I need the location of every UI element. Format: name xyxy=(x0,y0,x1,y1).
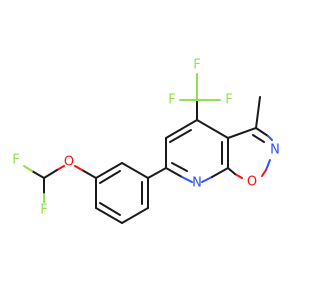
atom-o-ether: O xyxy=(64,155,74,170)
atom-f-cf3-right: F xyxy=(225,93,232,108)
bond-c3a-c3 xyxy=(227,127,257,139)
bond-ph5 xyxy=(121,207,149,224)
atom-n-isoxazole: N xyxy=(270,143,280,158)
bond-ph4 xyxy=(95,207,123,224)
bond-ph2 xyxy=(95,162,123,179)
bond-n-o-a xyxy=(265,159,271,171)
atom-f-chf2-bottom: F xyxy=(40,203,47,218)
molecule-canvas: F F F N O N O F F xyxy=(12,58,280,224)
bond-c4-c5-inner xyxy=(169,129,192,143)
bond-methyl xyxy=(255,96,261,129)
bond-n-o-b xyxy=(261,169,267,177)
bond-c6-n-b xyxy=(181,176,193,183)
atom-f-cf3-top: F xyxy=(193,58,200,73)
bond-n-c7a-a xyxy=(201,176,213,183)
bond-c3-n xyxy=(255,127,269,137)
bond-ph4-inner xyxy=(99,202,121,216)
bond-c3-n-inner xyxy=(252,134,265,143)
bond-c4-c3a xyxy=(196,119,229,139)
bond-o-c7a-b xyxy=(227,167,236,175)
atom-f-chf2-top: F xyxy=(12,153,19,168)
bond-ph-o-a xyxy=(81,169,97,179)
bond-c4-c5 xyxy=(165,119,198,139)
bond-c6-n-inner xyxy=(171,162,188,172)
bond-c6-phenyl xyxy=(147,167,167,179)
bond-ph2-inner xyxy=(99,170,121,184)
bond-ph1 xyxy=(121,162,149,179)
atom-n-pyridine: N xyxy=(192,176,202,191)
bond-o-chf2-a xyxy=(56,165,65,171)
bond-c3-n-b xyxy=(267,135,273,141)
bond-chf2-f-top-b xyxy=(23,165,33,172)
bond-n-c7a-b xyxy=(211,167,229,178)
molecule-structure: F F F N O N O F F xyxy=(12,58,280,224)
atom-f-cf3-left: F xyxy=(168,93,175,108)
bond-c6-n xyxy=(165,167,183,178)
bond-ph-o-b xyxy=(74,165,83,171)
bond-o-chf2-b xyxy=(43,169,58,179)
atom-o-ring: O xyxy=(247,175,257,190)
bond-o-c7a-a xyxy=(234,173,243,179)
bond-chf2-f-top-a xyxy=(31,170,45,179)
